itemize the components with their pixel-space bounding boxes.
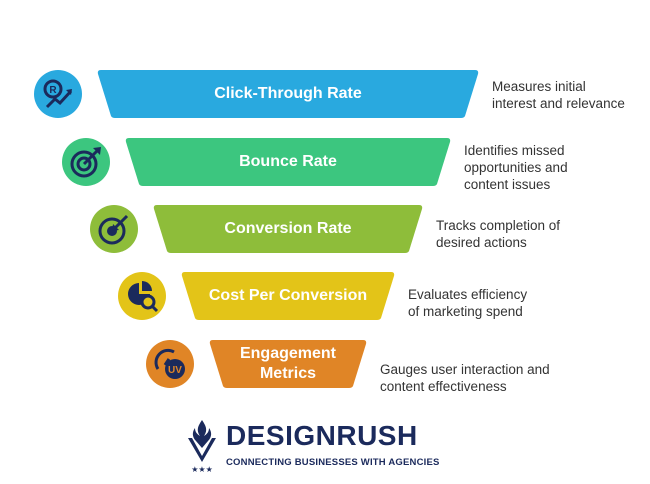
description-line: of marketing spend [408, 304, 523, 319]
description-line: content effectiveness [380, 379, 507, 394]
svg-text:R: R [49, 85, 57, 96]
funnel-band-bounce-rate: Bounce Rate [125, 138, 451, 186]
funnel-band-conversion-rate: Conversion Rate [153, 205, 423, 253]
funnel-label: Cost Per Conversion [208, 287, 368, 304]
description-line: interest and relevance [492, 96, 625, 111]
brand-tagline: CONNECTING BUSINESSES WITH AGENCIES [226, 457, 440, 468]
funnel-description: Identifies missed opportunities and cont… [464, 142, 568, 193]
description-line: desired actions [436, 235, 527, 250]
funnel-label: Bounce Rate [239, 153, 337, 170]
designrush-logo: ★★★ DESIGNRUSH CONNECTING BUSINESSES WIT… [186, 418, 486, 474]
funnel-label: Conversion Rate [224, 220, 352, 237]
funnel-band-click-through-rate: Click-Through Rate [97, 70, 479, 118]
svg-text:UV: UV [168, 365, 182, 376]
funnel-label: Click-Through Rate [214, 85, 362, 102]
funnel-label: Engagement Metrics [240, 344, 336, 384]
description-line: Measures initial [492, 79, 586, 94]
target-arrow-icon [62, 138, 110, 186]
funnel-description: Evaluates efficiency of marketing spend [408, 286, 527, 320]
funnel-description: Measures initial interest and relevance [492, 78, 625, 112]
brand-name: DESIGNRUSH [226, 420, 418, 451]
designrush-mark-icon: ★★★ [188, 420, 216, 474]
target-hit-icon [90, 205, 138, 253]
description-line: Identifies missed [464, 143, 565, 158]
label-line: Engagement [239, 345, 336, 362]
rank-chart-icon: R [34, 70, 82, 118]
pie-chart-magnifier-icon [118, 272, 166, 320]
description-line: Tracks completion of [436, 218, 561, 233]
uv-gauge-icon: UV [146, 340, 194, 388]
svg-text:★★★: ★★★ [191, 465, 213, 474]
description-line: Evaluates efficiency [408, 287, 528, 302]
description-line: opportunities and [464, 160, 568, 175]
funnel-description: Tracks completion of desired actions [436, 217, 560, 251]
funnel-band-cost-per-conversion: Cost Per Conversion [181, 272, 395, 320]
funnel-description: Gauges user interaction and content effe… [380, 361, 550, 395]
label-line: Metrics [259, 365, 316, 382]
funnel-band-engagement-metrics: Engagement Metrics [209, 340, 367, 388]
description-line: Gauges user interaction and [380, 362, 550, 377]
description-line: content issues [464, 177, 551, 192]
